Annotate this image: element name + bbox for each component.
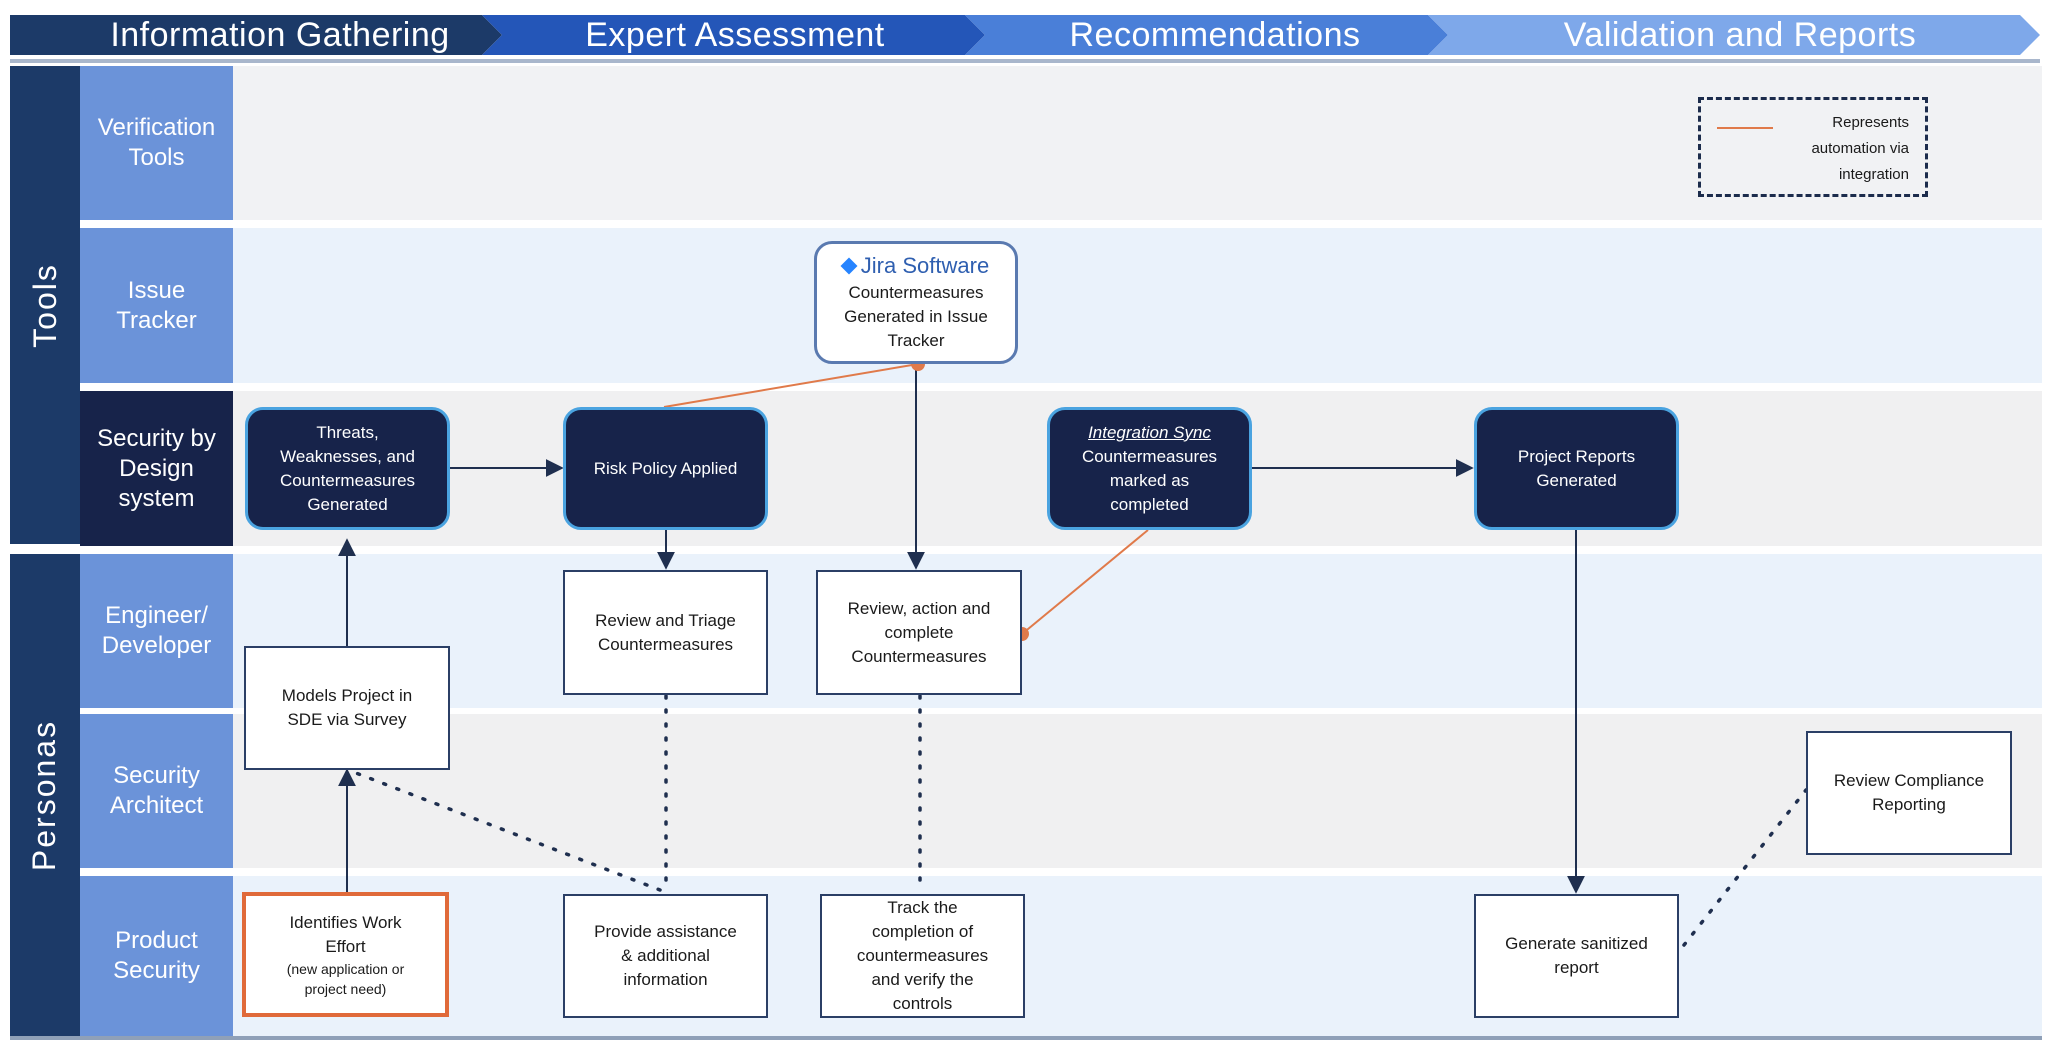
lane-bg-issue-tracker [80,228,2042,383]
jira-logo: Jira Software [840,252,990,279]
phase-validation-and-reports: Validation and Reports [1563,15,1917,54]
automation-sync-to-review [1021,529,1149,635]
node-threats-generated[interactable]: Threats, Weaknesses, and Countermeasures… [245,407,450,530]
node-track-completion[interactable]: Track the completion of countermeasures … [820,894,1025,1018]
node-generate-sanitized-report[interactable]: Generate sanitized report [1474,894,1679,1018]
node-project-reports-generated[interactable]: Project Reports Generated [1474,407,1679,530]
automation-jira-to-risk [663,363,919,408]
legend-swatch [1717,127,1773,129]
node-review-action-complete[interactable]: Review, action and complete Countermeasu… [816,570,1022,695]
phase-banner [10,15,2040,63]
jira-node-text: Countermeasures Generated in Issue Track… [844,282,988,350]
jira-diamond-icon [840,257,858,274]
dotted-assistance-to-models [354,771,662,892]
phase-recommendations: Recommendations [1069,15,1361,54]
bottom-rule [10,1036,2042,1040]
phase-information-gathering: Information Gathering [110,15,450,54]
lane-label-product-security: Product Security [80,876,233,1036]
lane-label-engineer-developer: Engineer/ Developer [80,554,233,708]
node-integration-sync[interactable]: Integration Sync Countermeasures marked … [1047,407,1252,530]
node-risk-policy-applied[interactable]: Risk Policy Applied [563,407,768,530]
node-review-triage[interactable]: Review and Triage Countermeasures [563,570,768,695]
group-tools: Tools [10,66,80,544]
integration-sync-text: Countermeasures marked as completed [1081,446,1218,514]
integration-sync-title: Integration Sync [1088,422,1211,442]
identifies-work-note: (new application or project need) [286,960,405,997]
legend-text: Represents automation via integration [1811,114,1909,183]
node-review-compliance[interactable]: Review Compliance Reporting [1806,731,2012,855]
node-jira-countermeasures[interactable]: Jira Software Countermeasures Generated … [814,241,1018,364]
lane-label-issue-tracker: Issue Tracker [80,228,233,383]
dotted-generate-to-compliance [1682,788,1808,947]
node-provide-assistance[interactable]: Provide assistance & additional informat… [563,894,768,1018]
jira-brand-text: Jira Software [860,252,990,278]
legend: Represents automation via integration [1698,97,1928,197]
lane-label-security-architect: Security Architect [80,714,233,868]
node-identifies-work-effort[interactable]: Identifies Work Effort (new application … [242,892,449,1017]
identifies-work-text: Identifies Work Effort [289,912,402,956]
phase-expert-assessment: Expert Assessment [585,15,885,54]
lane-label-verification-tools: Verification Tools [80,66,233,220]
group-personas: Personas [10,554,80,1036]
node-models-project[interactable]: Models Project in SDE via Survey [244,646,450,770]
lane-label-sbd-system: Security by Design system [80,391,233,546]
